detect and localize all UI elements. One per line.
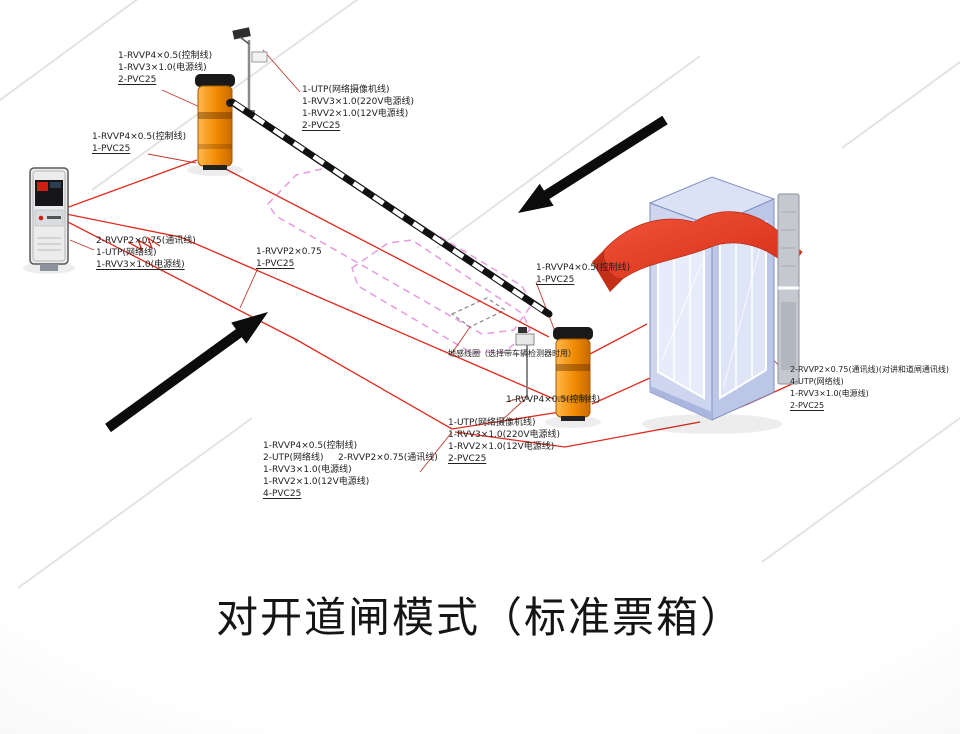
cable-spec-line: 1-RVV3×1.0(220V电源线): [302, 97, 414, 107]
cable-spec-line: 1-RVVP2×0.75: [256, 247, 322, 257]
guard-booth: [648, 176, 776, 421]
cable-runs: [65, 159, 793, 448]
booth-base: [650, 386, 712, 420]
direction-arrow-outbound: [105, 312, 268, 433]
label-gate1-cables: 1-RVVP4×0.5(控制线) 1-RVV3×1.0(电源线) 2-PVC25: [118, 50, 212, 86]
direction-arrow-inbound: [518, 115, 668, 213]
cable-spec-line: 2-RVVP2×0.75(通讯线)(对讲和道闸通讯线): [790, 365, 949, 374]
cable-spec-line: 1-RVVP4×0.5(控制线): [506, 395, 601, 405]
traffic-island-outlines: [267, 167, 533, 353]
cable-spec-line: 1-RVVP4×0.5(控制线): [263, 441, 358, 451]
cable-run: [454, 421, 701, 448]
label-booth-right-cables: 2-RVVP2×0.75(通讯线)(对讲和道闸通讯线) 4-UTP(网络线) 1…: [790, 364, 949, 412]
cctv-pole-middle: [515, 327, 535, 400]
cable-spec-line: 1-PVC25: [92, 144, 131, 154]
cable-slack-coil: [127, 236, 161, 252]
cable-spec-line: 1-UTP(网络摄像机线): [448, 418, 536, 428]
label-gate2-ctrl-cables: 1-RVVP4×0.5(控制线) 1-PVC25: [536, 262, 630, 286]
cable-spec-line: 1-RVV2×1.0(12V电源线): [302, 109, 409, 119]
cable-spec-line: 2-RVVP2×0.75(通讯线): [338, 453, 438, 463]
label-leaders: [69, 49, 793, 473]
barrier-gate-1: [195, 74, 235, 170]
cable-spec-line: 2-PVC25: [448, 454, 487, 464]
sign-plate: [515, 333, 535, 346]
label-camera-top-cables: 1-UTP(网络摄像机线) 1-RVV3×1.0(220V电源线) 1-RVV2…: [302, 84, 414, 132]
cable-spec-line: 2-PVC25: [790, 401, 825, 410]
cable-spec-line: 1-RVVP4×0.5(控制线): [118, 51, 213, 61]
cable-spec-line: 1-PVC25: [536, 275, 575, 285]
cable-run: [591, 377, 651, 405]
island-outline-2: [351, 239, 531, 353]
cable-run: [215, 163, 550, 338]
cable-spec-line: 1-RVV3×1.0(电源线): [96, 260, 185, 270]
cctv-camera-icon: [518, 327, 527, 333]
booth-right-window: [719, 220, 767, 400]
label-gate2-ctrl-b: 1-RVVP4×0.5(控制线): [506, 394, 600, 406]
ticket-dispenser: [29, 167, 69, 271]
cable-spec-line: 1-RVV3×1.0(电源线): [263, 465, 352, 475]
sign-plate: [251, 51, 268, 63]
label-center-cables: 1-RVVP2×0.75 1-PVC25: [256, 246, 322, 270]
ground-loop-note: 地感线圈（选择带车辆检测器时用）: [448, 349, 576, 358]
label-camera-mid-cables: 1-UTP(网络摄像机线) 1-RVV3×1.0(220V电源线) 1-RVV2…: [448, 417, 560, 465]
cable-spec-line: 1-RVV2×1.0(12V电源线): [448, 442, 555, 452]
ticket-slot: [47, 216, 61, 219]
cable-spec-line: 1-RVVP4×0.5(控制线): [536, 263, 631, 273]
cable-spec-line: 4-PVC25: [263, 489, 302, 499]
road-markings: [0, 0, 960, 588]
gate-housing: [197, 85, 233, 167]
cable-spec-line: 1-PVC25: [256, 259, 295, 269]
cable-spec-line: 1-UTP(网络线): [96, 248, 157, 258]
gate-cap: [195, 74, 235, 87]
cable-spec-line: 1-RVV3×1.0(电源线): [790, 389, 869, 398]
cctv-pole-top: [232, 27, 268, 114]
equipment-panel: [777, 193, 800, 385]
gate-cap: [553, 327, 593, 340]
cctv-camera-icon: [232, 27, 251, 40]
label-bottom-left-cables: 1-RVVP4×0.5(控制线) 2-UTP(网络线) 1-RVV3×1.0(电…: [263, 440, 369, 500]
island-outline-1: [267, 167, 533, 335]
cable-run: [65, 220, 561, 430]
cable-spec-line: 1-RVV3×1.0(电源线): [118, 63, 207, 73]
label-comm-left-cables: 2-RVVP2×0.75(通讯线) 1-UTP(网络线) 1-RVV3×1.0(…: [96, 235, 196, 271]
ground-loop: [450, 297, 507, 328]
canopy-ribbon: [603, 211, 803, 279]
cable-spec-line: 2-UTP(网络线): [263, 453, 324, 463]
cable-run: [589, 323, 648, 355]
barrier-gate-2: [553, 327, 593, 421]
cable-spec-line: 4-UTP(网络线): [790, 377, 844, 386]
cable-run: [65, 159, 198, 209]
cable-spec-line: 1-RVV3×1.0(220V电源线): [448, 430, 560, 440]
booth-canopy: [592, 211, 803, 292]
label-ground-loop-note: 地感线圈（选择带车辆检测器时用）: [448, 348, 576, 360]
cable-spec-line: 1-UTP(网络摄像机线): [302, 85, 390, 95]
cable-run: [65, 213, 555, 400]
cable-spec-line: 1-RVV2×1.0(12V电源线): [263, 477, 370, 487]
canopy-fold: [592, 250, 624, 292]
cable-spec-line: 2-PVC25: [302, 121, 341, 131]
label-bottom-comm: 2-RVVP2×0.75(通讯线): [338, 452, 438, 464]
cable-spec-line: 2-RVVP2×0.75(通讯线): [96, 236, 196, 246]
label-reader-cables: 1-RVVP4×0.5(控制线) 1-PVC25: [92, 131, 186, 155]
cable-spec-line: 2-PVC25: [118, 75, 157, 85]
cable-spec-line: 1-RVVP4×0.5(控制线): [92, 132, 187, 142]
dispenser-button: [38, 215, 44, 221]
diagram-title: 对开道闸模式（标准票箱）: [215, 593, 744, 642]
barrier-arm: [228, 98, 553, 318]
